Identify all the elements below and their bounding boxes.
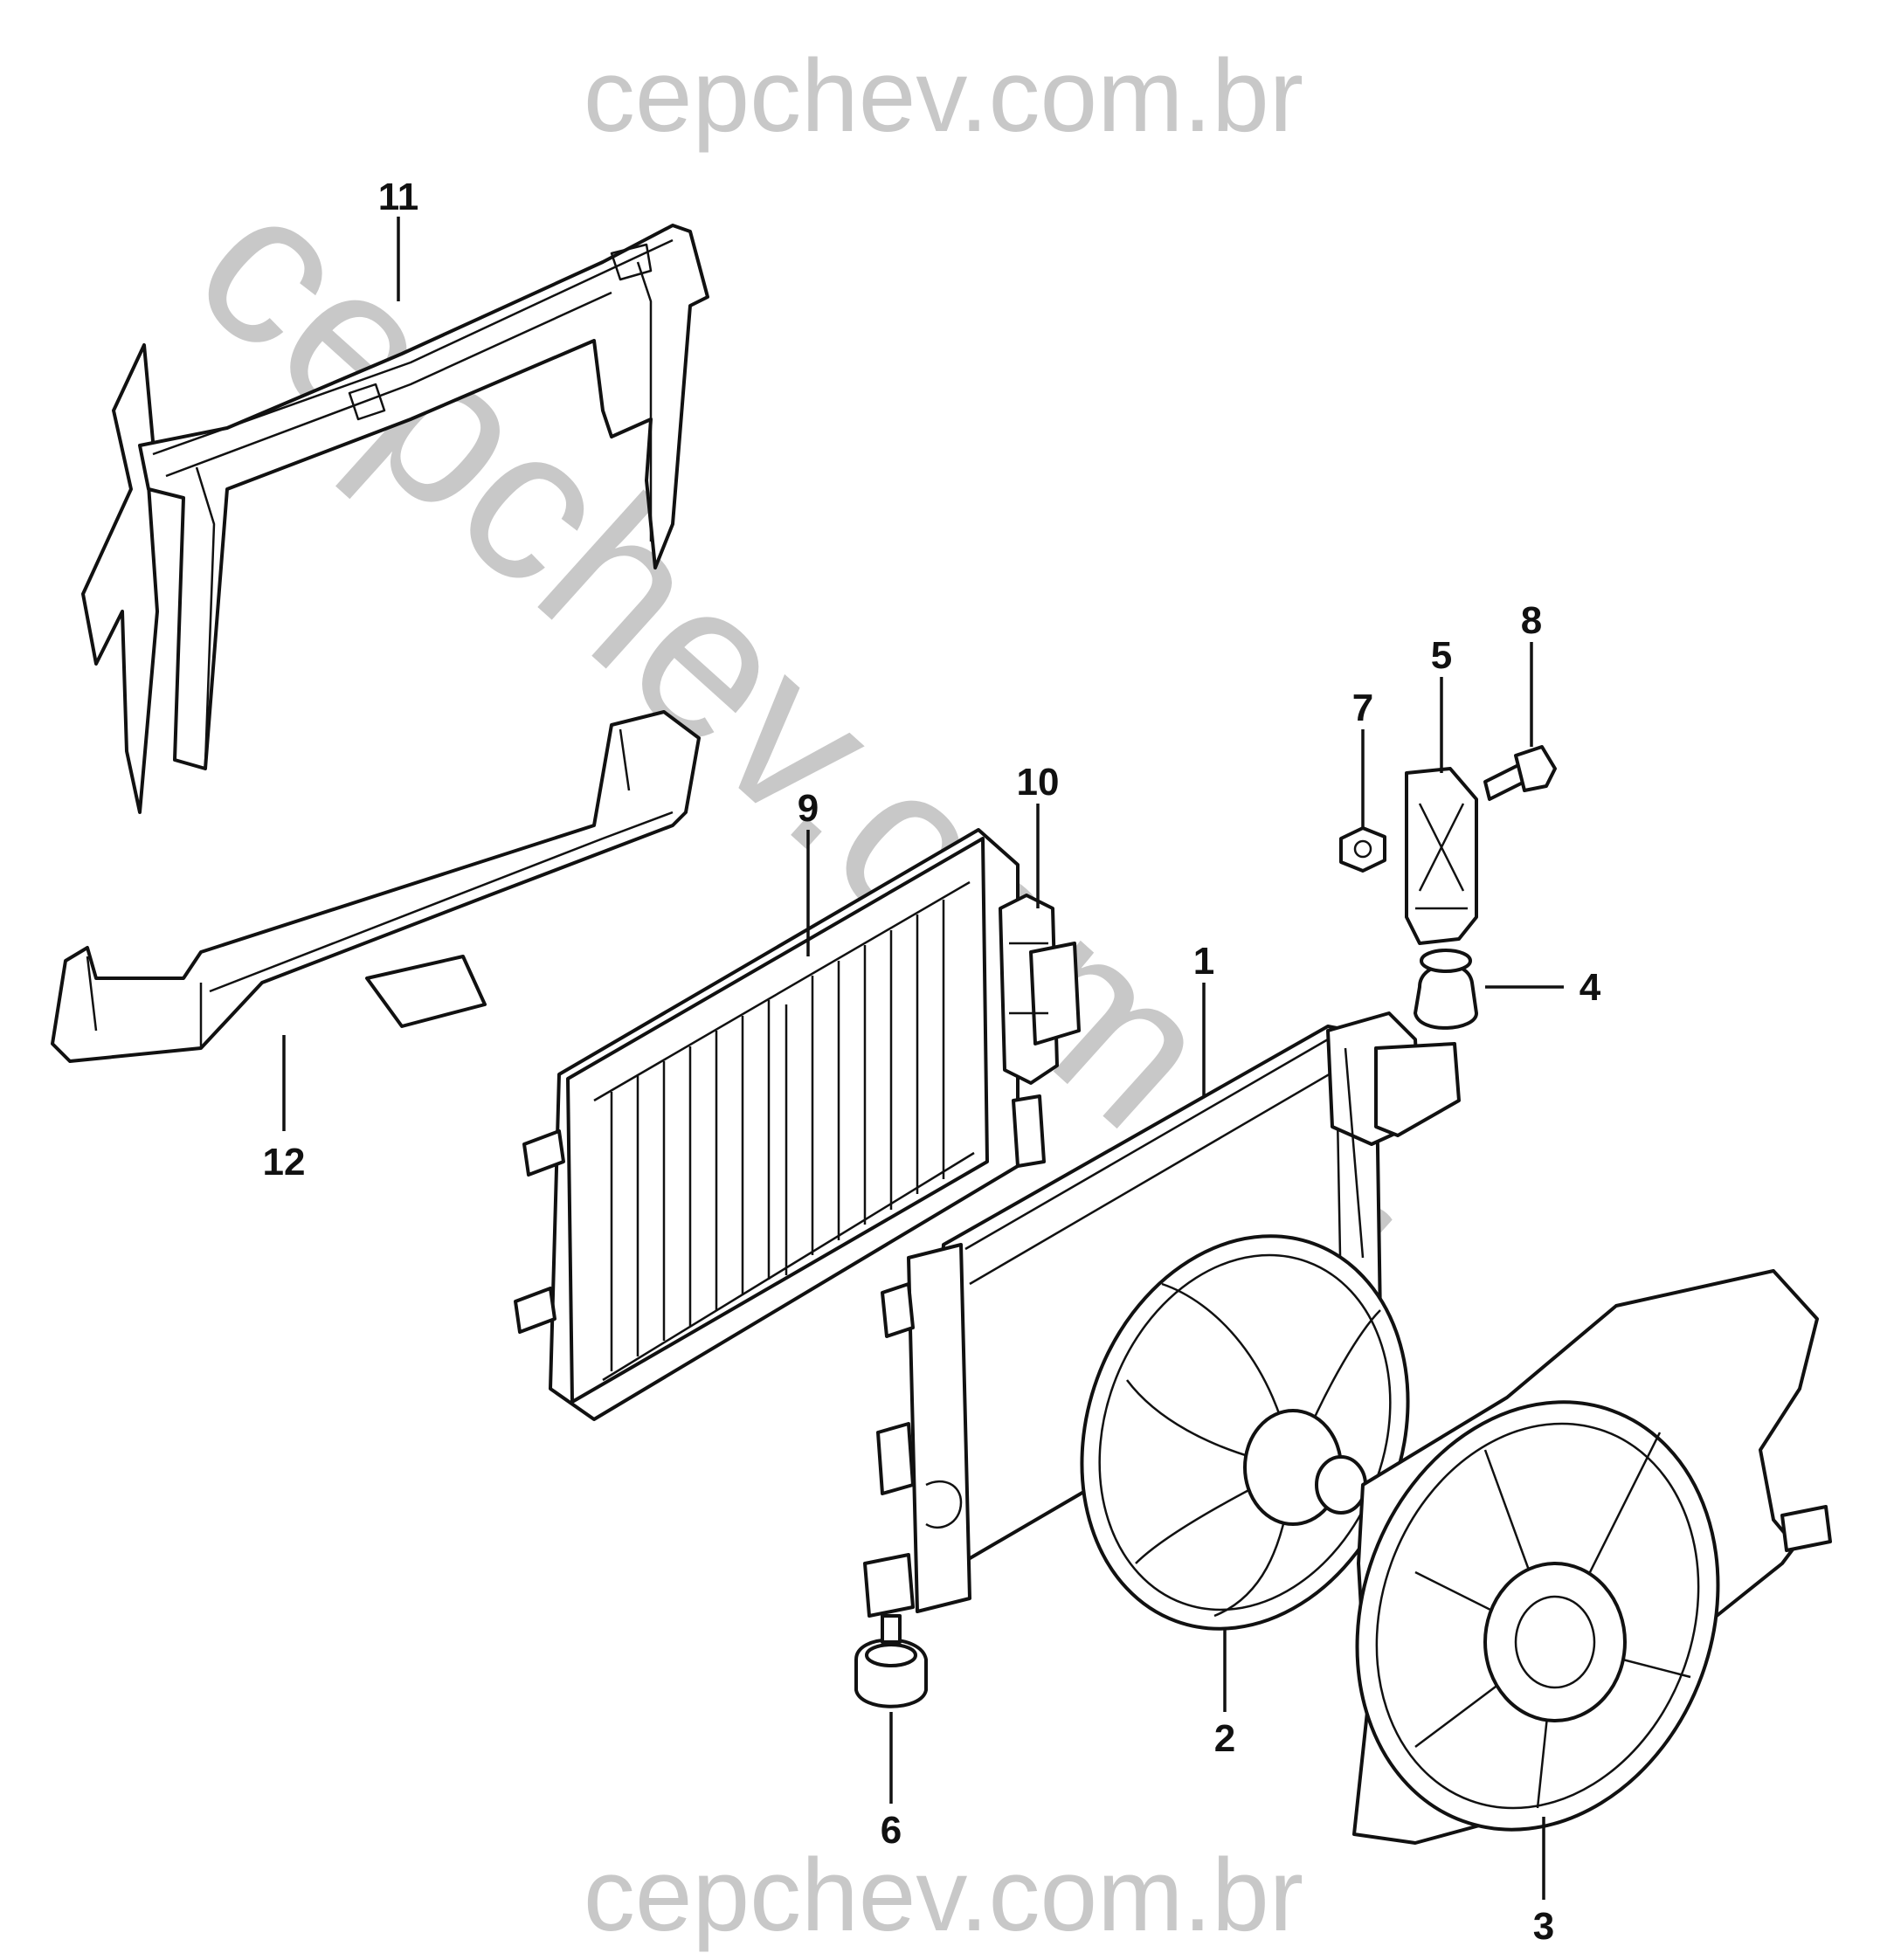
lower-rubber-mount	[854, 1614, 928, 1708]
callout-5: 5	[1431, 634, 1452, 677]
upper-rubber-mount	[1414, 949, 1478, 1030]
callout-10: 10	[1017, 761, 1060, 804]
callout-8: 8	[1521, 599, 1542, 642]
leader-lines	[282, 217, 1564, 1900]
callout-11: 11	[378, 176, 419, 218]
bolt	[1483, 745, 1557, 801]
callout-1: 1	[1193, 940, 1214, 983]
cooling-fan	[1080, 1234, 1410, 1631]
callout-9: 9	[798, 787, 819, 830]
upper-air-deflector	[81, 224, 709, 814]
watermark-top: cepchev.com.br	[584, 38, 1303, 154]
nut	[1339, 826, 1386, 873]
condenser-dryer	[999, 894, 1081, 1168]
callout-labels: 11 12 9 10 1 4 5 7 8 6 2 3	[263, 176, 1601, 1948]
callout-2: 2	[1214, 1717, 1235, 1760]
condenser	[514, 828, 1020, 1421]
watermark-bottom: cepchev.com.br	[584, 1838, 1303, 1953]
callout-7: 7	[1352, 687, 1373, 729]
callout-12: 12	[263, 1141, 306, 1184]
callout-3: 3	[1533, 1905, 1554, 1948]
lower-air-deflector	[51, 710, 701, 1063]
radiator-bracket	[1405, 767, 1478, 945]
callout-6: 6	[881, 1809, 902, 1852]
callout-4: 4	[1579, 966, 1601, 1009]
fan-shroud	[1352, 1269, 1832, 1845]
